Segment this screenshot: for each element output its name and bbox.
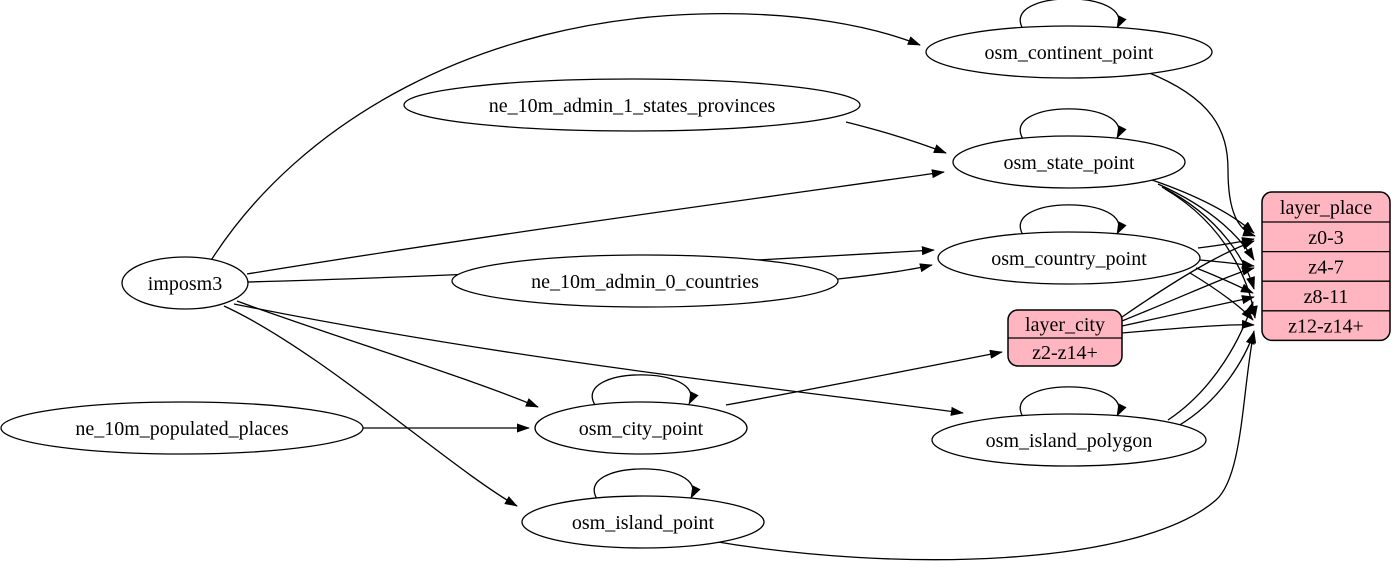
edge-imposm3-to-osm_island_point bbox=[223, 305, 518, 507]
edge-osm_island_polygon-to-osm_island_polygon bbox=[1019, 386, 1127, 418]
node-ne_10m_admin_1_states_provinces: ne_10m_admin_1_states_provinces bbox=[403, 78, 861, 132]
edge-imposm3-to-osm_state_point bbox=[246, 169, 945, 275]
edge-osm_continent_point-to-osm_continent_point bbox=[1019, 0, 1127, 30]
table-node-label: osm_city_point bbox=[579, 418, 704, 440]
edge-osm_city_point-to-layer_city-z2-z14+ bbox=[725, 349, 1003, 406]
edge-osm_continent_point-to-layer_place-z0-3 bbox=[1146, 71, 1256, 237]
node-osm_country_point: osm_country_point bbox=[937, 231, 1201, 285]
edge-osm_country_point-to-layer_place-z0-3 bbox=[1197, 237, 1255, 249]
node-imposm3: imposm3 bbox=[121, 256, 249, 310]
edge-ne_10m_admin_1_states_provinces-to-osm_state_point bbox=[845, 121, 947, 154]
edge-osm_state_point-to-osm_state_point bbox=[1019, 108, 1127, 140]
table-node-shape bbox=[521, 495, 765, 549]
zoom-row-label-z0-3: z0-3 bbox=[1308, 227, 1344, 249]
edge-osm_state_point-to-layer_place-z4-7 bbox=[1157, 183, 1255, 261]
edge-osm_state_point-to-layer_place-z8-11 bbox=[1161, 186, 1255, 290]
edge-osm_state_point-to-layer_place-z0-3 bbox=[1151, 179, 1255, 234]
layer-node-title: layer_place bbox=[1280, 197, 1372, 219]
table-node-label: osm_country_point bbox=[991, 248, 1147, 270]
edge-layer_city-to-layer_place-z12-z14+ bbox=[1121, 319, 1255, 334]
table-node-shape bbox=[937, 231, 1201, 285]
edge-osm_island_point-to-layer_place-z12-z14+ bbox=[705, 330, 1257, 561]
node-osm_continent_point: osm_continent_point bbox=[925, 25, 1213, 79]
table-node-label: ne_10m_admin_1_states_provinces bbox=[489, 95, 776, 117]
table-node-label: imposm3 bbox=[148, 273, 222, 295]
edge-osm_country_point-to-layer_place-z8-11 bbox=[1195, 267, 1254, 294]
table-node-shape bbox=[534, 401, 748, 455]
table-node-shape bbox=[451, 254, 839, 308]
table-node-shape bbox=[925, 25, 1213, 79]
table-node-shape bbox=[0, 401, 364, 455]
edge-ne_10m_admin_0_countries-to-osm_country_point bbox=[837, 263, 933, 280]
zoom-row-label-z2-z14+: z2-z14+ bbox=[1032, 342, 1098, 364]
nodes-group: imposm3 ne_10m_admin_1_states_provincesne… bbox=[0, 25, 1391, 549]
table-node-shape bbox=[952, 135, 1186, 189]
node-layer_place: layer_place z0-3 z4-7 z8-11 z12-z14+ bbox=[1261, 191, 1391, 342]
edge-osm_country_point-to-layer_place-z12-z14+ bbox=[1189, 272, 1254, 321]
table-node-label: osm_state_point bbox=[1003, 152, 1135, 174]
edge-osm_country_point-to-osm_country_point bbox=[1019, 204, 1127, 236]
table-node-shape bbox=[931, 413, 1207, 467]
node-osm_state_point: osm_state_point bbox=[952, 135, 1186, 189]
edge-layer_city-to-layer_place-z4-7 bbox=[1121, 266, 1255, 322]
node-osm_island_polygon: osm_island_polygon bbox=[931, 413, 1207, 467]
edge-layer_city-to-layer_place-z0-3 bbox=[1121, 240, 1255, 318]
node-ne_10m_admin_0_countries: ne_10m_admin_0_countries bbox=[451, 254, 839, 308]
table-node-shape bbox=[121, 256, 249, 310]
node-osm_island_point: osm_island_point bbox=[521, 495, 765, 549]
node-ne_10m_populated_places: ne_10m_populated_places bbox=[0, 401, 364, 455]
edge-imposm3-to-osm_island_polygon bbox=[233, 303, 964, 416]
table-node-label: osm_island_polygon bbox=[986, 430, 1153, 452]
edge-layer_city-to-layer_place-z8-11 bbox=[1121, 295, 1255, 327]
edge-imposm3-to-osm_city_point bbox=[236, 300, 539, 408]
zoom-row-label-z4-7: z4-7 bbox=[1308, 256, 1344, 278]
table-node-label: osm_island_point bbox=[572, 512, 715, 534]
edge-osm_country_point-to-layer_place-z4-7 bbox=[1199, 259, 1255, 269]
table-node-shape bbox=[403, 78, 861, 132]
layer-node-title: layer_city bbox=[1025, 314, 1105, 336]
table-node-label: ne_10m_admin_0_countries bbox=[531, 271, 759, 293]
edge-osm_city_point-to-osm_city_point bbox=[591, 374, 699, 406]
node-layer_city: layer_city z2-z14+ bbox=[1007, 309, 1123, 367]
edge-osm_island_point-to-osm_island_point bbox=[593, 468, 701, 500]
node-osm_city_point: osm_city_point bbox=[534, 401, 748, 455]
edge-osm_island_polygon-to-layer_place-z8-11 bbox=[1167, 301, 1254, 421]
edge-imposm3-to-osm_continent_point bbox=[209, 13, 921, 263]
layer-node-shape bbox=[1261, 191, 1391, 342]
zoom-row-label-z12-z14+: z12-z14+ bbox=[1288, 316, 1364, 338]
table-node-label: osm_continent_point bbox=[985, 42, 1154, 64]
table-node-label: ne_10m_populated_places bbox=[75, 418, 288, 440]
zoom-row-label-z8-11: z8-11 bbox=[1304, 286, 1349, 308]
